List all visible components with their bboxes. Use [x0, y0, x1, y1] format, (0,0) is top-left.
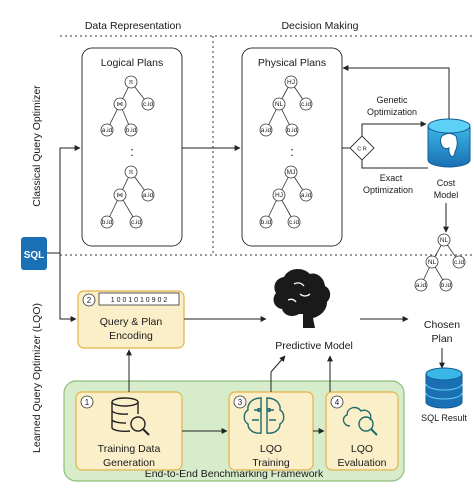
physical-tree-2 [259, 165, 313, 229]
tree-node: π [129, 169, 134, 176]
cloud-search-icon [342, 406, 378, 436]
tree-node: c.id [454, 259, 465, 266]
genetic-optimization-arrow [361, 121, 427, 136]
logical-plans-title: Logical Plans [101, 57, 163, 69]
step-3-label-1: LQO [260, 443, 282, 455]
sql-result-database-icon [425, 367, 463, 409]
chosen-plan-tree [414, 233, 466, 292]
genetic-label-1: Genetic [376, 95, 408, 105]
tree-node: b.id [102, 219, 113, 226]
tree-node: b.id [126, 127, 137, 134]
physical-plans-panel [241, 47, 343, 247]
exact-optimization-line [361, 160, 428, 169]
header-data-representation: Data Representation [85, 20, 181, 32]
sql-input-icon: SQL [21, 237, 47, 270]
tree-node: c.id [131, 219, 142, 226]
cost-model-label-1: Cost [437, 178, 456, 188]
tree-node: b.id [261, 219, 272, 226]
circuit-brain-icon [243, 397, 285, 434]
tree-node: MJ [287, 169, 296, 176]
tree-node: π [129, 79, 134, 86]
chosen-plan-label-2: Plan [431, 333, 452, 345]
step-badge [330, 395, 344, 409]
genetic-label-2: Optimization [367, 107, 417, 117]
sql-to-logical-arrow [47, 145, 81, 254]
step-4-box [325, 391, 399, 471]
tree-node: ⋈ [117, 101, 124, 108]
tree-node: b.id [287, 127, 298, 134]
cost-model-label-2: Model [434, 190, 459, 200]
step-badge [233, 395, 247, 409]
step-badge [82, 293, 96, 307]
tree-node: HJ [287, 79, 295, 86]
encoding-vector-bits: 1 0 0 1 0 1 0 9 0 2 [111, 297, 168, 304]
cost-feedback-arrow [342, 65, 450, 119]
sql-to-encoding-arrow [59, 253, 77, 322]
sql-result-label: SQL Result [421, 413, 467, 423]
tree-node: NL [440, 237, 449, 244]
chosen-plan-label-1: Chosen [424, 319, 460, 331]
step-number: 2 [87, 296, 92, 305]
step-3-label-2: Training [252, 457, 290, 469]
tree-node: b.id [441, 282, 452, 289]
step-number: 1 [85, 398, 90, 407]
tree-node: NL [275, 101, 284, 108]
tree-node: a.id [102, 127, 113, 134]
encoding-label-1: Query & Plan [100, 316, 163, 328]
logical-tree-1 [100, 75, 155, 137]
tree-node: a.id [301, 192, 312, 199]
row-label-classical: Classical Query Optimizer [31, 85, 43, 207]
tree-node: c.id [143, 101, 154, 108]
row-label-learned: Learned Query Optimizer (LQO) [31, 303, 43, 453]
step-number: 3 [238, 398, 243, 407]
step3-to-model-arrow [270, 355, 286, 373]
physical-ellipsis: : [290, 144, 294, 159]
tree-node: c.id [289, 219, 300, 226]
step-1-label-2: Generation [103, 457, 155, 469]
step-4-label-1: LQO [351, 443, 373, 455]
sql-badge-label: SQL [24, 250, 45, 261]
step-1-label-1: Training Data [98, 443, 161, 455]
exact-label-2: Optimization [363, 185, 413, 195]
step-4-label-2: Evaluation [337, 457, 386, 469]
predictive-model-label: Predictive Model [275, 340, 353, 352]
logical-tree-2 [100, 165, 155, 229]
brain-icon [273, 268, 331, 328]
tree-node: a.id [261, 127, 272, 134]
logical-plans-panel [81, 47, 183, 247]
framework-title: End-to-End Benchmarking Framework [145, 468, 324, 480]
tree-node: HJ [275, 192, 283, 199]
database-search-icon [111, 397, 150, 436]
step-number: 4 [335, 398, 340, 407]
tree-node: c.id [301, 101, 312, 108]
tree-node: a.id [416, 282, 427, 289]
physical-plans-title: Physical Plans [258, 57, 326, 69]
exact-label-1: Exact [380, 173, 403, 183]
cost-model-database-icon [427, 118, 471, 168]
logical-ellipsis: : [130, 144, 134, 159]
tree-node: NL [428, 259, 437, 266]
tree-node: ⋈ [117, 192, 124, 199]
header-decision-making: Decision Making [281, 20, 358, 32]
encoding-label-2: Encoding [109, 330, 153, 342]
step-badge [80, 395, 94, 409]
decision-diamond-label: C R [357, 147, 367, 153]
tree-node: a.id [143, 192, 154, 199]
physical-tree-1 [259, 75, 313, 137]
encoding-vector [98, 292, 180, 306]
